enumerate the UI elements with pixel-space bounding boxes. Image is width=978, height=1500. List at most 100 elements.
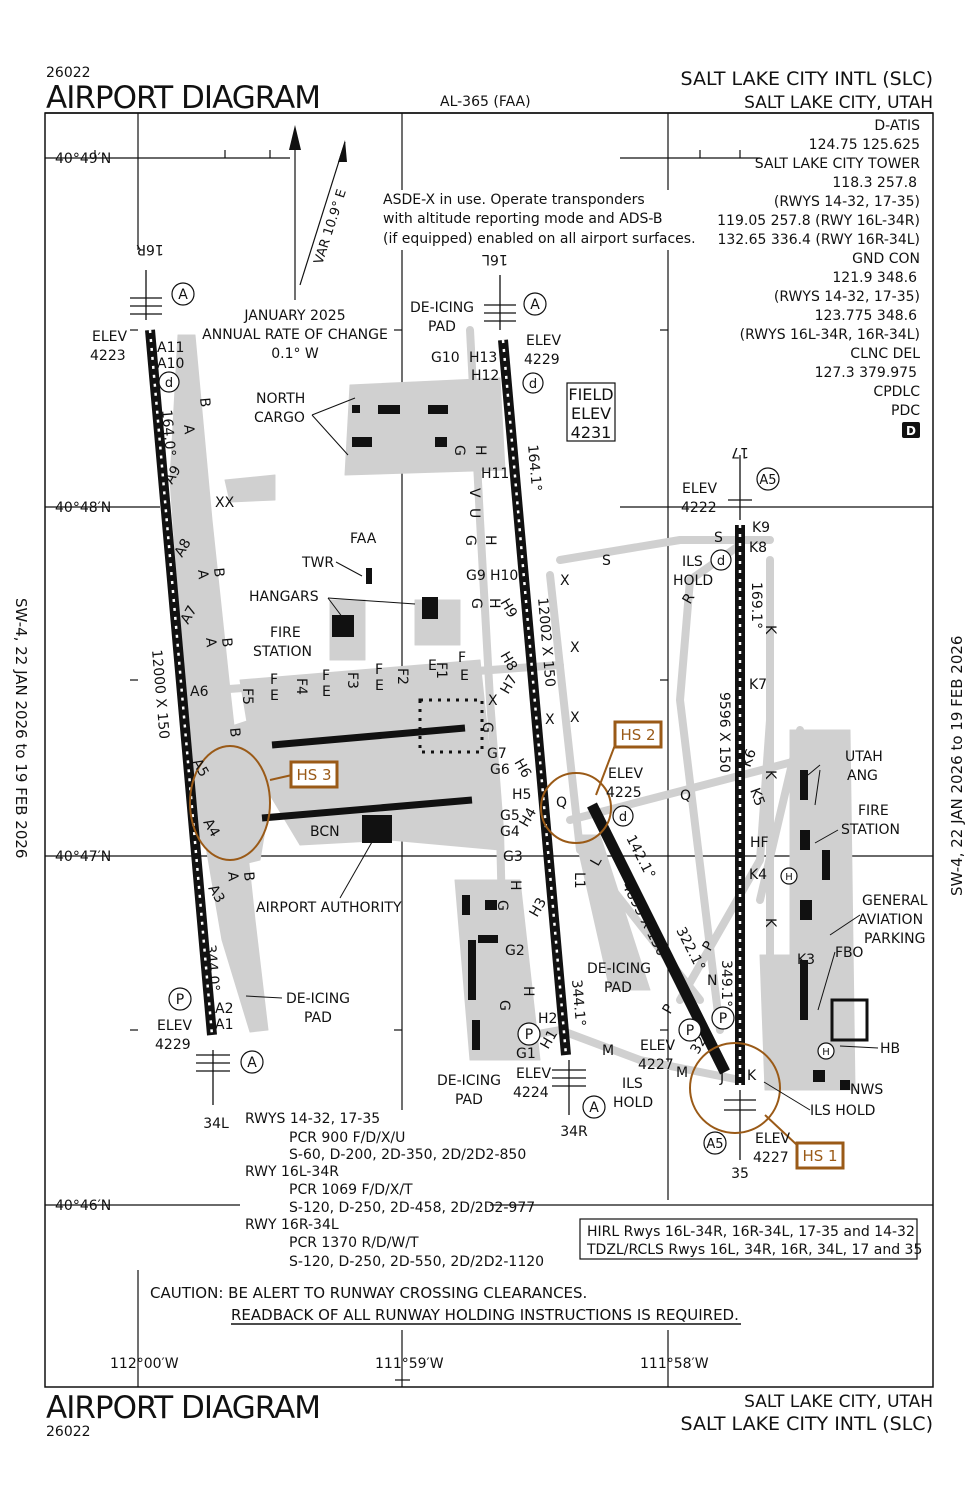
concourse-bars bbox=[261, 724, 473, 822]
map-text-label: H3 bbox=[527, 895, 551, 920]
map-text-label: D bbox=[906, 424, 916, 438]
map-text-label: 35 bbox=[731, 1166, 749, 1182]
map-text-label: FIRE bbox=[858, 803, 889, 819]
map-text-label: S-120, D-250, 2D-458, 2D/2D2-977 bbox=[289, 1200, 535, 1216]
map-text-label: BCN bbox=[310, 824, 340, 840]
map-text-label: G2 bbox=[505, 943, 525, 959]
map-text-label: (RWYS 14-32, 17-35) bbox=[774, 194, 920, 210]
map-text-label: E bbox=[270, 688, 279, 704]
map-text-label: PAD bbox=[304, 1010, 332, 1026]
map-text-label: ELEV bbox=[157, 1018, 192, 1034]
cycle-right: SW-4, 22 JAN 2026 to 19 FEB 2026 bbox=[948, 636, 966, 896]
map-text-label: X bbox=[570, 710, 580, 726]
chart-title: AIRPORT DIAGRAM bbox=[46, 80, 320, 116]
map-text-label: RWYS 14-32, 17-35 bbox=[245, 1111, 380, 1127]
map-text-label: H bbox=[520, 986, 536, 997]
map-text-label: d bbox=[717, 554, 725, 569]
map-text-label: FIRE bbox=[270, 625, 301, 641]
map-text-label: TDZL/RCLS Rwys 16L, 34R, 16R, 34L, 17 an… bbox=[586, 1242, 922, 1258]
map-text-label: 132.65 336.4 (RWY 16R-34L) bbox=[717, 232, 920, 248]
map-text-label: G1 bbox=[516, 1046, 536, 1062]
map-text-label: 12000 X 150 bbox=[148, 649, 172, 740]
map-text-label: B bbox=[218, 637, 235, 648]
map-text-label: d bbox=[529, 377, 537, 392]
map-text-label: 164.1° bbox=[524, 444, 544, 492]
map-text-label: A bbox=[530, 297, 540, 313]
map-text-label: 4227 bbox=[638, 1057, 674, 1073]
map-text-label: (RWYS 14-32, 17-35) bbox=[774, 289, 920, 305]
map-text-label: 164.0° bbox=[158, 409, 178, 457]
airport-name: SALT LAKE CITY INTL (SLC) bbox=[681, 68, 933, 90]
deicing-pad-outline bbox=[418, 698, 484, 754]
cycle-left: SW-4, 22 JAN 2026 to 19 FEB 2026 bbox=[12, 598, 30, 858]
map-text-label: H bbox=[785, 872, 793, 883]
map-text-label: F bbox=[270, 672, 278, 688]
hotspot-2[interactable]: HS 2 bbox=[613, 720, 663, 749]
map-text-label: S-120, D-250, 2D-550, 2D/2D2-1120 bbox=[289, 1254, 544, 1270]
map-text-label: PCR 1370 R/D/W/T bbox=[289, 1235, 419, 1251]
map-text-label: 112°00′W bbox=[110, 1356, 179, 1372]
city-state: SALT LAKE CITY, UTAH bbox=[744, 93, 933, 113]
map-text-label: FAA bbox=[350, 531, 377, 547]
map-text-label: B bbox=[240, 871, 257, 882]
map-text-label: P bbox=[176, 992, 184, 1008]
procedure-id: AL-365 (FAA) bbox=[440, 94, 531, 110]
map-text-label: H4 bbox=[517, 805, 541, 830]
map-text-label: K7 bbox=[749, 677, 767, 693]
map-text-label: F bbox=[458, 650, 466, 666]
map-text-label: 0.1° W bbox=[271, 346, 319, 362]
map-text-label: 111°59′W bbox=[375, 1356, 444, 1372]
map-text-label: RWY 16R-34L bbox=[245, 1217, 339, 1233]
map-text-label: ASDE-X in use. Operate transponders bbox=[383, 192, 645, 208]
map-text-label: HS 1 bbox=[802, 1147, 837, 1165]
map-text-label: S-60, D-200, 2D-350, 2D/2D2-850 bbox=[289, 1147, 526, 1163]
map-text-label: 34R bbox=[560, 1124, 588, 1140]
map-text-label: 16R bbox=[136, 241, 164, 257]
map-text-label: d bbox=[619, 810, 627, 825]
map-text-label: E bbox=[460, 668, 469, 684]
map-text-label: ILS bbox=[622, 1076, 643, 1092]
map-text-label: NORTH bbox=[256, 391, 305, 407]
map-text-label: 4229 bbox=[524, 352, 560, 368]
map-text-label: GND CON bbox=[852, 251, 920, 267]
map-text-label: (if equipped) enabled on all airport sur… bbox=[383, 231, 696, 247]
map-text-label: H bbox=[486, 598, 502, 609]
map-text-label: M bbox=[676, 1065, 688, 1081]
hotspot-3[interactable]: HS 3 bbox=[289, 760, 339, 789]
map-text-label: G7 bbox=[487, 746, 507, 762]
map-text-label: HANGARS bbox=[249, 589, 319, 605]
map-text-label: ELEV bbox=[516, 1066, 551, 1082]
map-text-label: DE-ICING bbox=[587, 961, 651, 977]
map-text-label: 121.9 348.6 bbox=[832, 270, 917, 286]
map-text-label: HF bbox=[750, 835, 769, 851]
taxiway-labels-f-e: F5 F4 F3 F2 F1 F F F F E E E E E bbox=[239, 650, 469, 705]
map-text-label: H5 bbox=[512, 787, 531, 803]
map-text-label: A bbox=[178, 287, 188, 303]
map-text-label: ILS HOLD bbox=[810, 1103, 875, 1119]
map-text-label: HS 3 bbox=[296, 766, 331, 784]
footer-city-state: SALT LAKE CITY, UTAH bbox=[744, 1392, 933, 1412]
map-text-label: STATION bbox=[841, 822, 900, 838]
map-text-label: DE-ICING bbox=[286, 991, 350, 1007]
map-text-label: AVIATION bbox=[858, 912, 923, 928]
runway-16R-34L bbox=[145, 329, 217, 1036]
map-text-label: 118.3 257.8 bbox=[832, 175, 917, 191]
map-text-label: 40°48′N bbox=[55, 500, 111, 516]
approach-lights bbox=[130, 270, 756, 1160]
map-text-label: PCR 900 F/D/X/U bbox=[289, 1130, 405, 1146]
map-text-label: F bbox=[375, 662, 383, 678]
map-text-label: A6 bbox=[190, 684, 209, 700]
hotspot-1[interactable]: HS 1 bbox=[795, 1141, 845, 1170]
map-text-label: A bbox=[194, 569, 211, 580]
map-text-label: 124.75 125.625 bbox=[809, 137, 920, 153]
map-text-label: 119.05 257.8 (RWY 16L-34R) bbox=[717, 213, 920, 229]
leader-lines bbox=[245, 397, 879, 1111]
map-text-label: PAD bbox=[428, 319, 456, 335]
map-text-label: ELEV bbox=[682, 481, 717, 497]
map-text-label: DE-ICING bbox=[437, 1073, 501, 1089]
map-text-label: L1 bbox=[571, 872, 587, 889]
map-text-label: X bbox=[545, 712, 555, 728]
map-text-label: PARKING bbox=[864, 931, 925, 947]
taxiway-labels-west: A11 A10 A9 A8 A7 A6 A5 A4 A3 A2 A1 B B B… bbox=[157, 340, 257, 1033]
